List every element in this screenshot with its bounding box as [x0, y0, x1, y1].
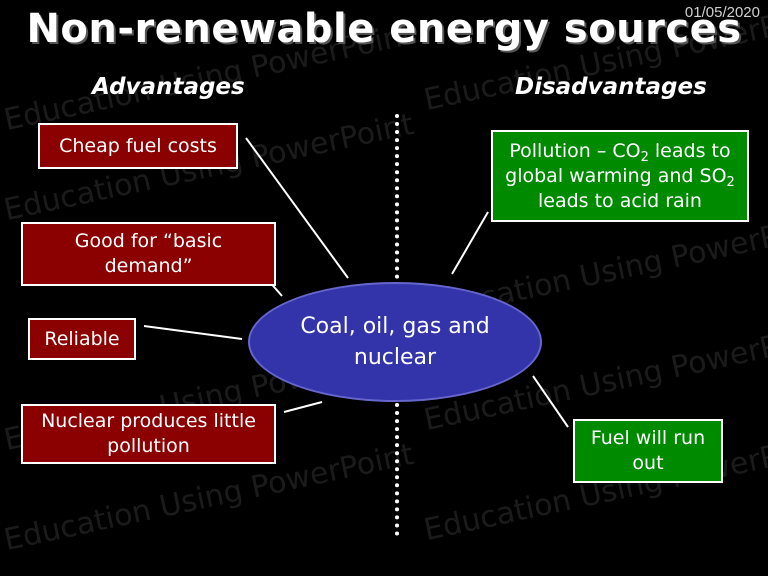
connector-run-out [532, 375, 569, 428]
text-segment: leads to [648, 139, 731, 162]
disadvantage-label-line: leads to acid rain [538, 189, 702, 212]
disadvantage-fuel-run-out: Fuel will run out [573, 419, 723, 483]
advantage-label: Cheap fuel costs [59, 134, 217, 157]
disadvantage-label-line: global warming and SO2 [505, 164, 735, 189]
advantage-label-line: pollution [107, 435, 190, 457]
advantage-reliable: Reliable [28, 318, 136, 360]
advantage-label-line: Nuclear produces little [41, 410, 256, 432]
advantages-heading: Advantages [92, 74, 245, 100]
center-label-line: Coal, oil, gas and [300, 314, 490, 339]
disadvantages-heading: Disadvantages [515, 74, 707, 100]
subscript: 2 [726, 174, 735, 190]
disadvantage-label-line: Pollution – CO2 leads to [505, 139, 735, 164]
center-label-line: nuclear [353, 345, 437, 370]
advantage-nuclear-little-pollution: Nuclear produces little pollution [21, 404, 276, 464]
advantage-label-line: demand” [104, 255, 193, 277]
slide-title: Non-renewable energy sources [26, 6, 742, 52]
subscript: 2 [640, 149, 649, 165]
advantage-label-line: Good for “basic [74, 230, 223, 252]
connector-reliable [143, 325, 243, 340]
advantage-cheap-fuel-costs: Cheap fuel costs [38, 123, 238, 169]
disadvantage-label-line: Fuel will run [590, 427, 706, 449]
connector-cheap-fuel [245, 137, 349, 279]
slide-date: 01/05/2020 [684, 4, 760, 21]
center-ellipse: Coal, oil, gas and nuclear [248, 282, 542, 402]
advantage-label: Reliable [44, 327, 120, 350]
connector-nuclear [283, 401, 323, 413]
text-segment: Pollution – CO [509, 139, 641, 162]
text-segment: global warming and SO [505, 164, 727, 187]
disadvantage-label-line: out [632, 452, 664, 474]
advantage-basic-demand: Good for “basic demand” [21, 222, 276, 286]
disadvantage-pollution: Pollution – CO2 leads to global warming … [491, 130, 749, 222]
connector-pollution [451, 211, 489, 275]
